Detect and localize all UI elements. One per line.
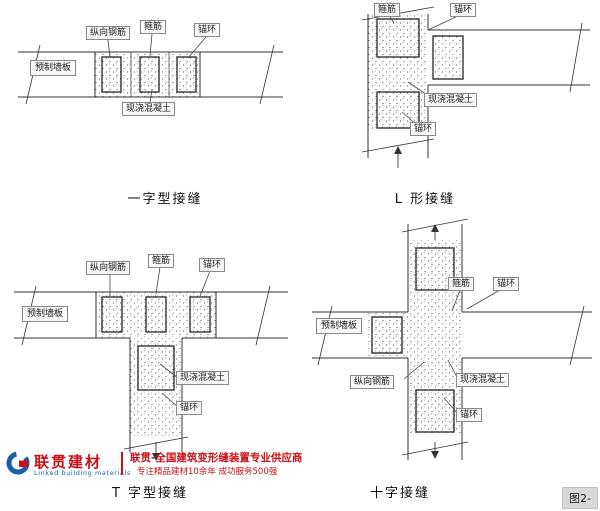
diagram-title-cross: 十字接缝 bbox=[369, 486, 430, 501]
label-longitudinal-rebar: 纵向钢筋 bbox=[86, 261, 131, 276]
label-anchor-ring: 锚环 bbox=[410, 122, 437, 137]
figure-reference: 图2- bbox=[562, 487, 598, 509]
diagram-l-joint bbox=[361, 6, 590, 168]
label-cast-concrete: 现浇混凝土 bbox=[456, 373, 510, 388]
label-precast-panel: 预制墙板 bbox=[22, 306, 69, 323]
footer-divider bbox=[121, 452, 123, 475]
footer-slogan-2: 专注精品建材10余年 成功服务500强 bbox=[137, 467, 278, 477]
label-anchor-ring: 锚环 bbox=[176, 401, 203, 416]
label-stirrup: 箍筋 bbox=[448, 277, 475, 292]
diagram-title-l-shape: L 形接缝 bbox=[394, 192, 456, 207]
label-precast-panel: 预制墙板 bbox=[30, 60, 77, 77]
footer-slogan-1: 联贯-全国建筑变形缝装置专业供应商 bbox=[130, 452, 303, 464]
label-stirrup: 箍筋 bbox=[140, 20, 167, 35]
diagram-title-t-shape: T 字型接缝 bbox=[111, 486, 189, 501]
brand-name-cn: 联贯建材 bbox=[34, 453, 103, 471]
label-anchor-ring: 锚环 bbox=[450, 3, 477, 18]
diagram-title-straight: 一字型接缝 bbox=[127, 192, 203, 207]
diagram-cross-joint bbox=[312, 218, 592, 460]
label-anchor-ring: 锚环 bbox=[456, 408, 483, 423]
label-stirrup: 箍筋 bbox=[148, 254, 175, 269]
label-longitudinal-rebar: 纵向钢筋 bbox=[86, 26, 131, 41]
label-anchor-ring: 锚环 bbox=[194, 23, 221, 38]
label-anchor-ring: 锚环 bbox=[493, 277, 520, 292]
label-cast-concrete: 现浇混凝土 bbox=[176, 371, 230, 386]
label-longitudinal-rebar: 纵向钢筋 bbox=[350, 375, 395, 390]
label-anchor-ring: 锚环 bbox=[199, 258, 226, 273]
diagram-straight-joint bbox=[18, 33, 283, 105]
label-cast-concrete: 现浇混凝土 bbox=[122, 102, 176, 117]
label-precast-panel: 预制墙板 bbox=[316, 318, 363, 335]
brand-logo-icon bbox=[6, 451, 30, 475]
label-stirrup: 箍筋 bbox=[374, 3, 401, 18]
brand-name-en: Linked building materials bbox=[34, 469, 131, 477]
diagram-t-joint bbox=[14, 266, 288, 461]
label-cast-concrete: 现浇混凝土 bbox=[424, 93, 478, 108]
